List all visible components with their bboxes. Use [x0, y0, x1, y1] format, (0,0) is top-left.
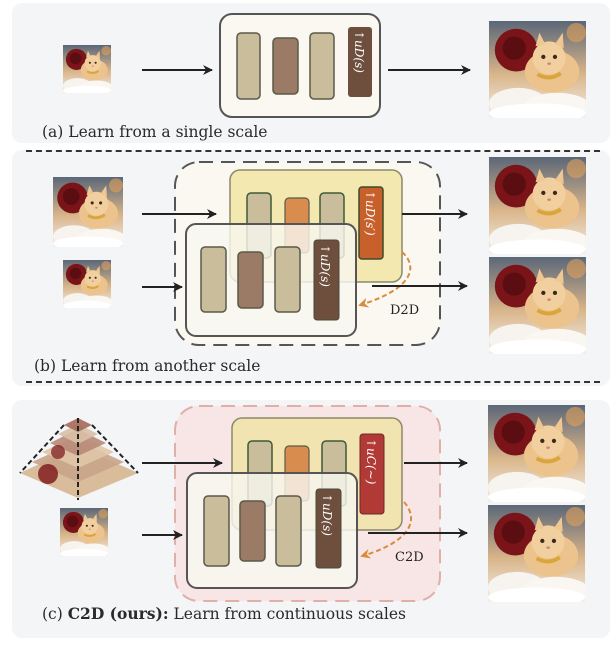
image-pyramid-icon	[19, 418, 139, 500]
output-image	[489, 21, 586, 118]
network-block	[203, 495, 230, 567]
input-image-small	[60, 508, 108, 556]
network-block	[237, 251, 264, 309]
input-image-small	[63, 45, 111, 93]
separator-ab	[26, 150, 600, 152]
output-image	[489, 257, 586, 354]
output-image	[488, 405, 585, 502]
network-block	[236, 32, 261, 100]
panel-a-diagram: ↑uD(s)	[63, 13, 586, 118]
network-block	[200, 246, 227, 313]
upsampler-label: ↑uC(∼)	[364, 438, 378, 485]
caption-text: Learn from another scale	[60, 357, 261, 375]
upsampler-label: ↑uD(s)	[320, 493, 334, 536]
distill-label: D2D	[390, 303, 419, 318]
upsampler-block-student	[315, 488, 342, 569]
upsampler-label: ↑uD(s)	[318, 244, 332, 287]
upsampler-label: ↑uD(s′)	[363, 190, 377, 236]
network-block	[274, 246, 301, 313]
caption-bold: C2D (ours):	[67, 604, 169, 623]
network-block	[275, 495, 302, 567]
upsampler-block-student	[313, 239, 340, 321]
caption-a: (a) Learn from a single scale	[42, 123, 267, 141]
output-image	[488, 505, 585, 602]
panel-c-diagram: ↑uC(∼) ↑uD(s) C2D	[19, 405, 585, 602]
upsampler-block-teacher	[358, 186, 384, 260]
network-block	[309, 32, 335, 100]
upsampler-block	[348, 27, 372, 97]
input-image-small	[63, 260, 111, 308]
output-image	[489, 157, 586, 254]
input-image-large	[53, 177, 123, 247]
caption-b: (b) Learn from another scale	[34, 357, 260, 375]
network-block	[239, 500, 266, 562]
network-block	[272, 37, 299, 95]
caption-prefix: (b)	[34, 357, 57, 375]
panel-b-diagram: ↑uD(s′) ↑uD(s) D2D	[53, 157, 586, 354]
separator-bc	[26, 381, 600, 383]
distill-label: C2D	[395, 550, 424, 565]
caption-text: Learn from a single scale	[68, 123, 268, 141]
caption-text: Learn from continuous scales	[173, 605, 406, 623]
upsampler-block-teacher	[359, 433, 385, 515]
caption-prefix: (c)	[42, 605, 63, 623]
upsampler-label: ↑uD(s)	[352, 30, 366, 73]
caption-prefix: (a)	[42, 123, 64, 141]
caption-c: (c) C2D (ours): Learn from continuous sc…	[42, 604, 406, 623]
